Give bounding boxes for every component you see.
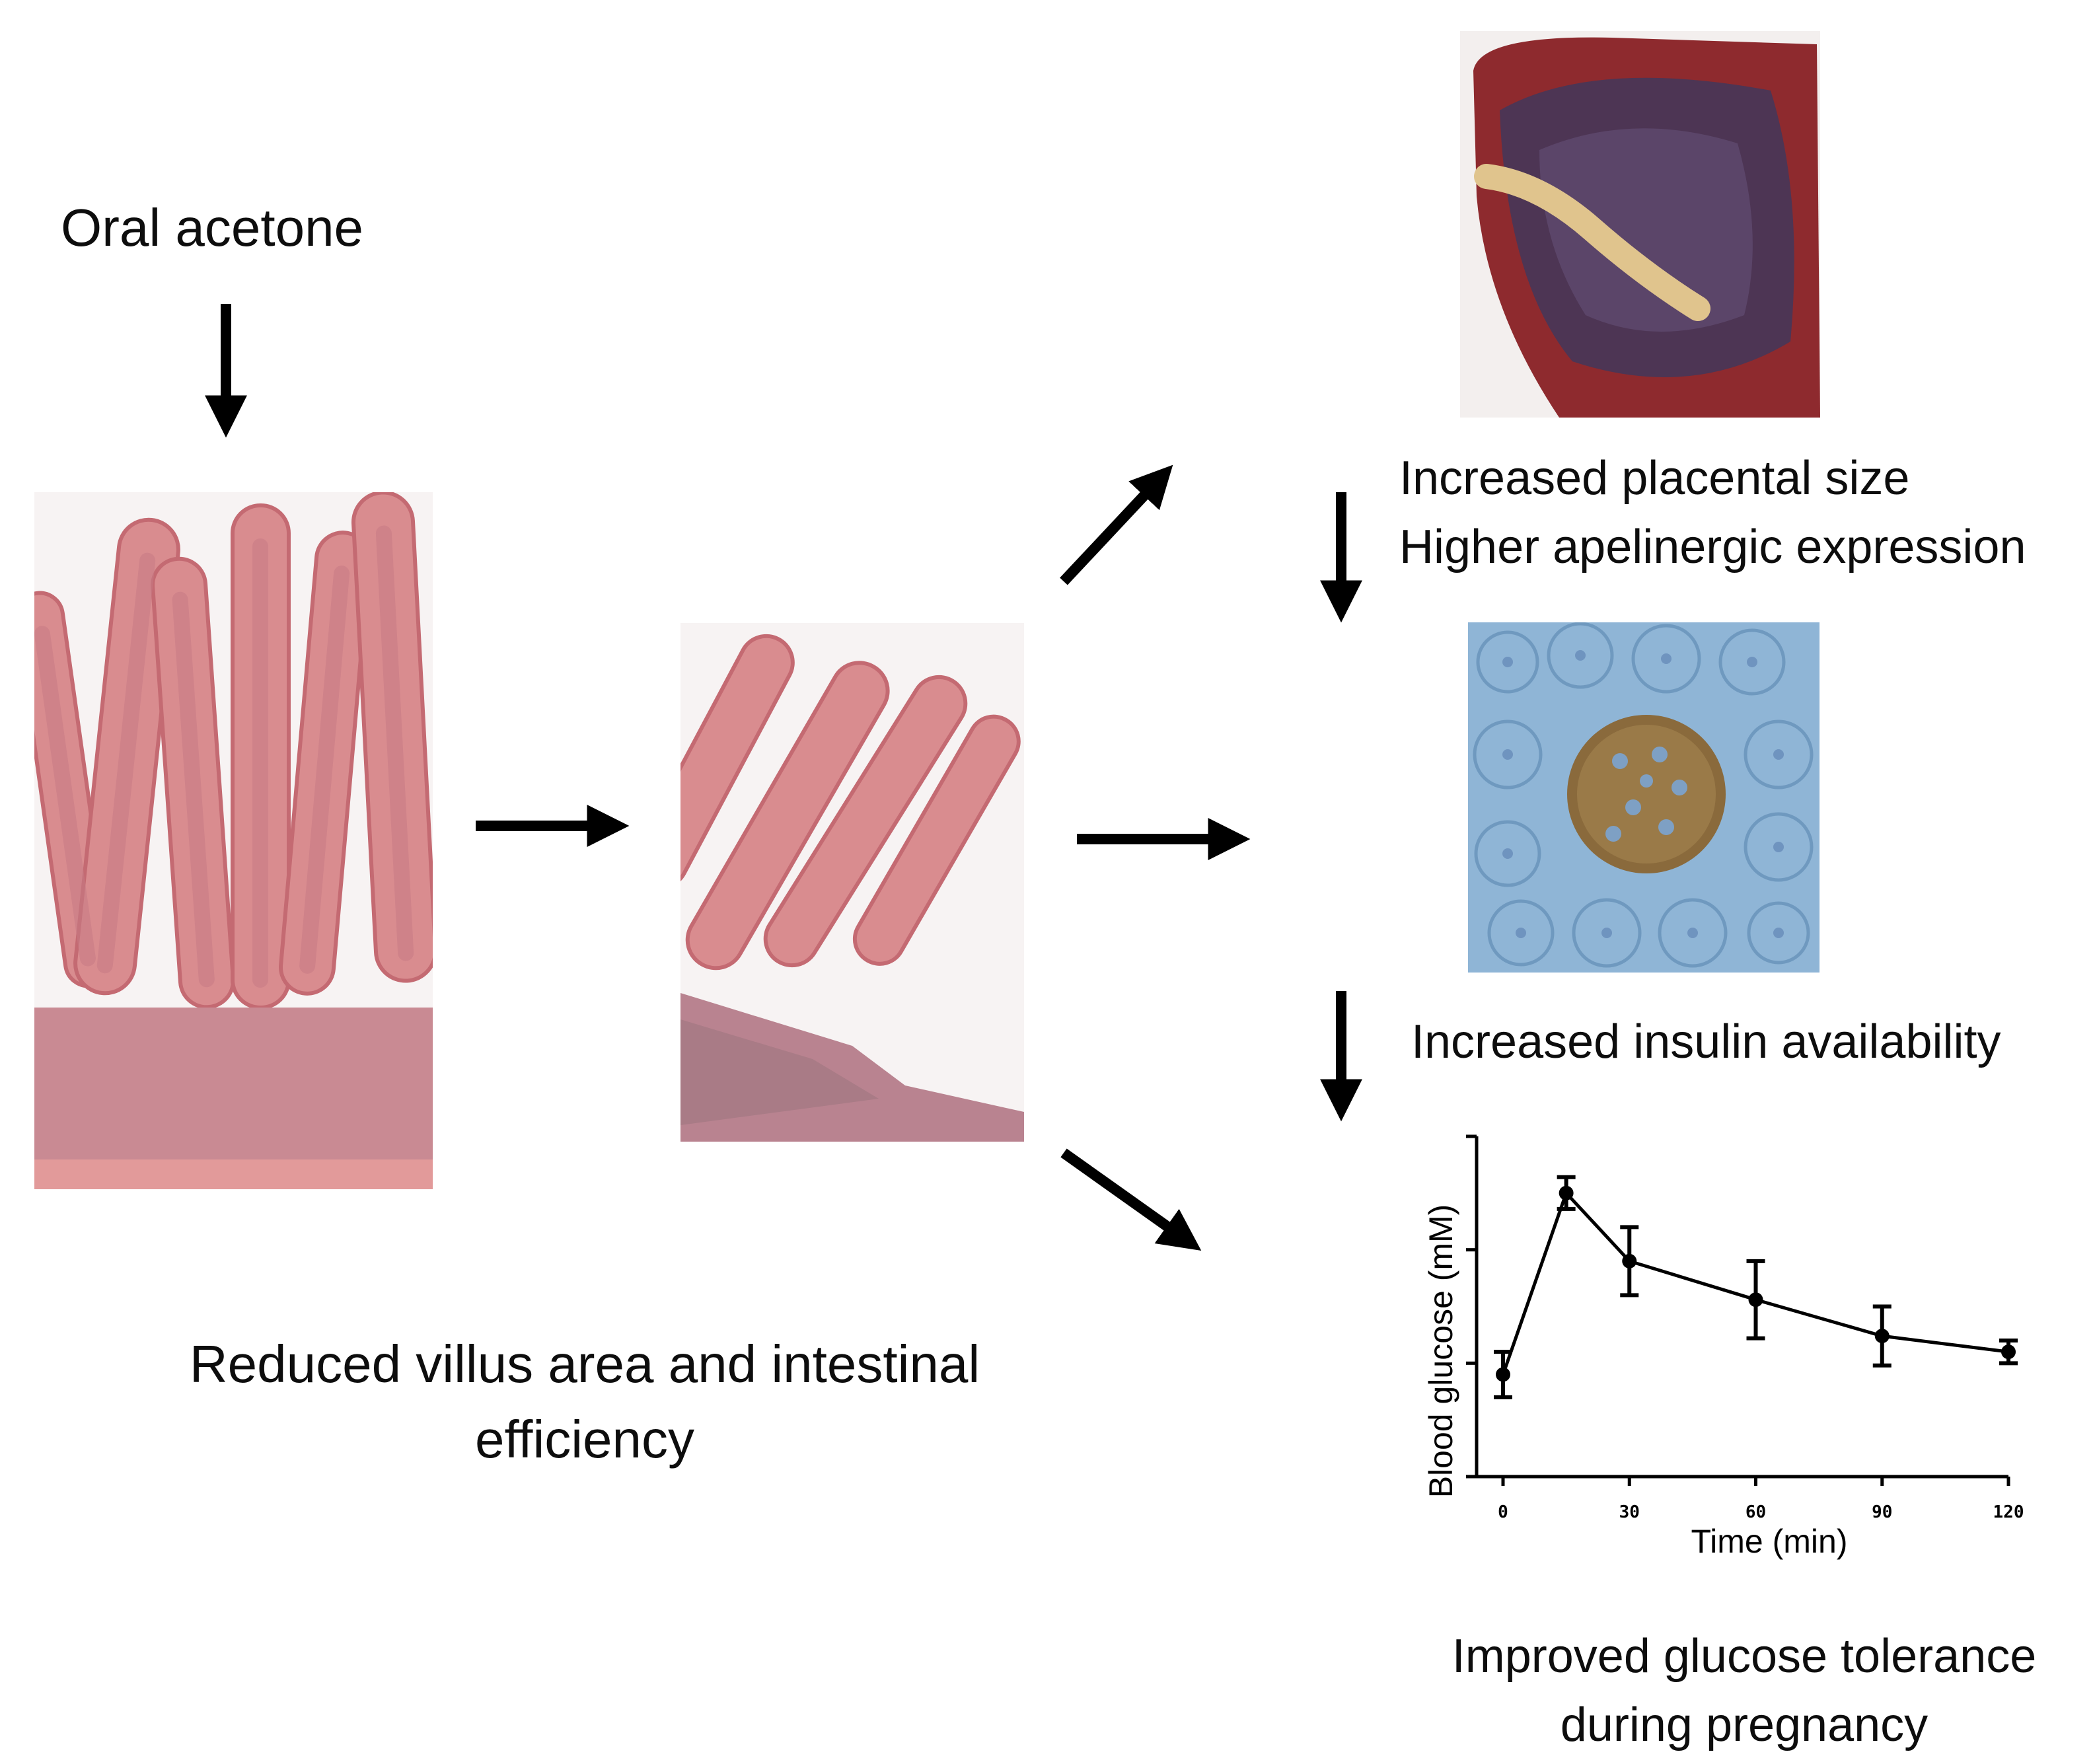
- data-point: [1622, 1253, 1637, 1268]
- label-placenta-line1: Increased placental size: [1399, 452, 1910, 505]
- label-outcome: Improved glucose tolerance during pregna…: [1381, 1622, 2095, 1759]
- x-tick-label: 0: [1498, 1502, 1508, 1522]
- label-outcome-line1: Improved glucose tolerance: [1452, 1630, 2037, 1683]
- data-point: [1748, 1292, 1763, 1307]
- chart-x-axis-label: Time (min): [1691, 1523, 1847, 1560]
- x-tick-label: 30: [1619, 1502, 1640, 1522]
- glucose-chart: 0 30 60 90 120 Time (min) Blood glucose (mM): [1422, 1134, 2024, 1560]
- chart-axes: 0 30 60 90 120: [1466, 1134, 2024, 1522]
- data-point: [1559, 1185, 1574, 1200]
- label-oral-acetone: Oral acetone: [61, 198, 364, 257]
- data-point: [2001, 1344, 2016, 1360]
- label-outcome-line2: during pregnancy: [1560, 1699, 1929, 1751]
- label-insulin: Increased insulin availability: [1411, 1015, 2001, 1068]
- placenta-image: [1460, 31, 1820, 418]
- x-tick-label: 120: [1993, 1502, 2024, 1522]
- villi-reduced-image: [680, 623, 1024, 1142]
- data-point: [1496, 1367, 1510, 1382]
- villi-normal-image: [34, 492, 433, 1189]
- data-point: [1874, 1329, 1890, 1344]
- chart-marks: [1494, 1175, 2018, 1399]
- arrow-to-placenta: [1060, 464, 1173, 585]
- label-intestine-line2: efficiency: [474, 1410, 695, 1469]
- islet-image: [1468, 622, 1819, 973]
- x-tick-label: 60: [1746, 1502, 1766, 1522]
- arrow-to-chart: [1060, 1148, 1202, 1251]
- x-tick-label: 90: [1872, 1502, 1892, 1522]
- label-placenta: Increased placental size Higher apeliner…: [1399, 444, 2026, 581]
- label-intestine: Reduced villus area and intestinal effic…: [106, 1338, 1064, 1466]
- label-intestine-line1: Reduced villus area and intestinal: [189, 1335, 980, 1393]
- chart-y-axis-label: Blood glucose (mM): [1422, 1204, 1459, 1498]
- series-line: [1501, 1190, 2009, 1376]
- label-placenta-line2: Higher apelinergic expression: [1399, 521, 2026, 573]
